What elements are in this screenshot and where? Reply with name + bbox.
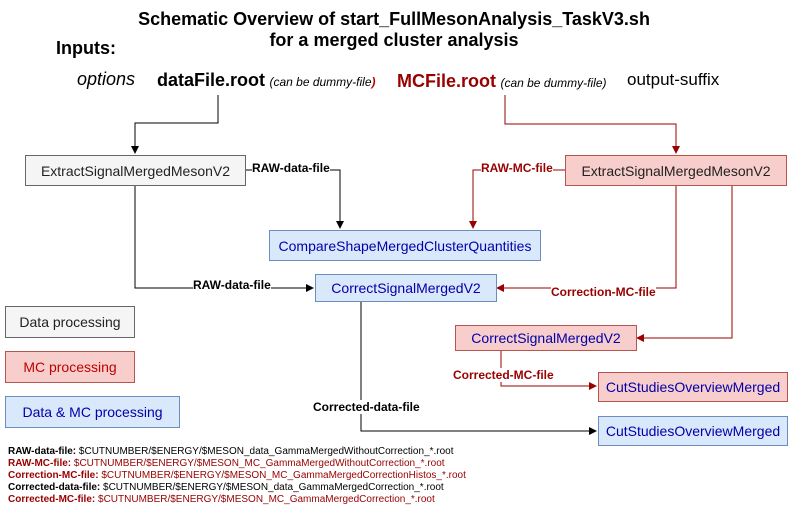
edge-extractmc-to-compare [469,169,565,229]
cut-studies-mc-box: CutStudiesOverviewMerged [598,372,788,402]
data-file-name: dataFile.root [157,70,266,90]
inputs-label: Inputs: [56,38,116,58]
edge-extract-to-compare [246,169,344,229]
data-file-note: (can be dummy-file [269,75,372,89]
edge-label-raw-data-1: RAW-data-file [252,161,330,175]
edge-label-raw-mc: RAW-MC-file [481,161,553,175]
legend-data-processing: Data processing [5,306,135,338]
edge-mcfile-to-extract [504,95,680,154]
correct-signal-data-box: CorrectSignalMergedV2 [315,274,497,302]
file-legend-raw-data: RAW-data-file: $CUTNUMBER/$ENERGY/$MESON… [8,446,454,457]
legend-data-mc-processing: Data & MC processing [5,396,180,428]
input-output-suffix: output-suffix [627,70,720,89]
edge-label-correction-mc: Correction-MC-file [551,285,656,299]
diagram-title-line1: Schematic Overview of start_FullMesonAna… [138,9,650,29]
edge-label-raw-data-2: RAW-data-file [193,278,271,292]
edge-label-corrected-mc: Corrected-MC-file [453,368,554,382]
edge-extractmc-to-correctmc [636,186,733,342]
diagram-title-line2: for a merged cluster analysis [269,30,519,50]
edge-datafile-to-extract [131,95,219,154]
mc-file-note: (can be dummy-file) [500,76,607,90]
cut-studies-data-box: CutStudiesOverviewMerged [598,416,788,446]
file-legend-raw-mc: RAW-MC-file: $CUTNUMBER/$ENERGY/$MESON_M… [8,458,445,469]
extract-signal-mc-box: ExtractSignalMergedMesonV2 [565,155,787,186]
input-data-file: dataFile.root (can be dummy-file) [157,70,376,91]
mc-file-name: MCFile.root [397,71,496,91]
edge-label-corrected-data: Corrected-data-file [313,400,420,414]
legend-mc-processing: MC processing [5,351,135,383]
file-legend-corrected-mc: Corrected-MC-file: $CUTNUMBER/$ENERGY/$M… [8,494,435,505]
extract-signal-data-box: ExtractSignalMergedMesonV2 [25,155,246,186]
edge-correct-to-cutstudies [360,302,597,435]
file-legend-correction-mc: Correction-MC-file: $CUTNUMBER/$ENERGY/$… [8,470,466,481]
input-mc-file: MCFile.root (can be dummy-file) [397,71,606,92]
correct-signal-mc-box: CorrectSignalMergedV2 [455,325,637,351]
edge-correctmc-to-cutstudies [500,350,597,390]
compare-shape-box: CompareShapeMergedClusterQuantities [269,230,541,261]
input-options: options [77,69,136,89]
file-legend-corrected-data: Corrected-data-file: $CUTNUMBER/$ENERGY/… [8,482,444,493]
data-file-note-close: ) [371,75,376,89]
